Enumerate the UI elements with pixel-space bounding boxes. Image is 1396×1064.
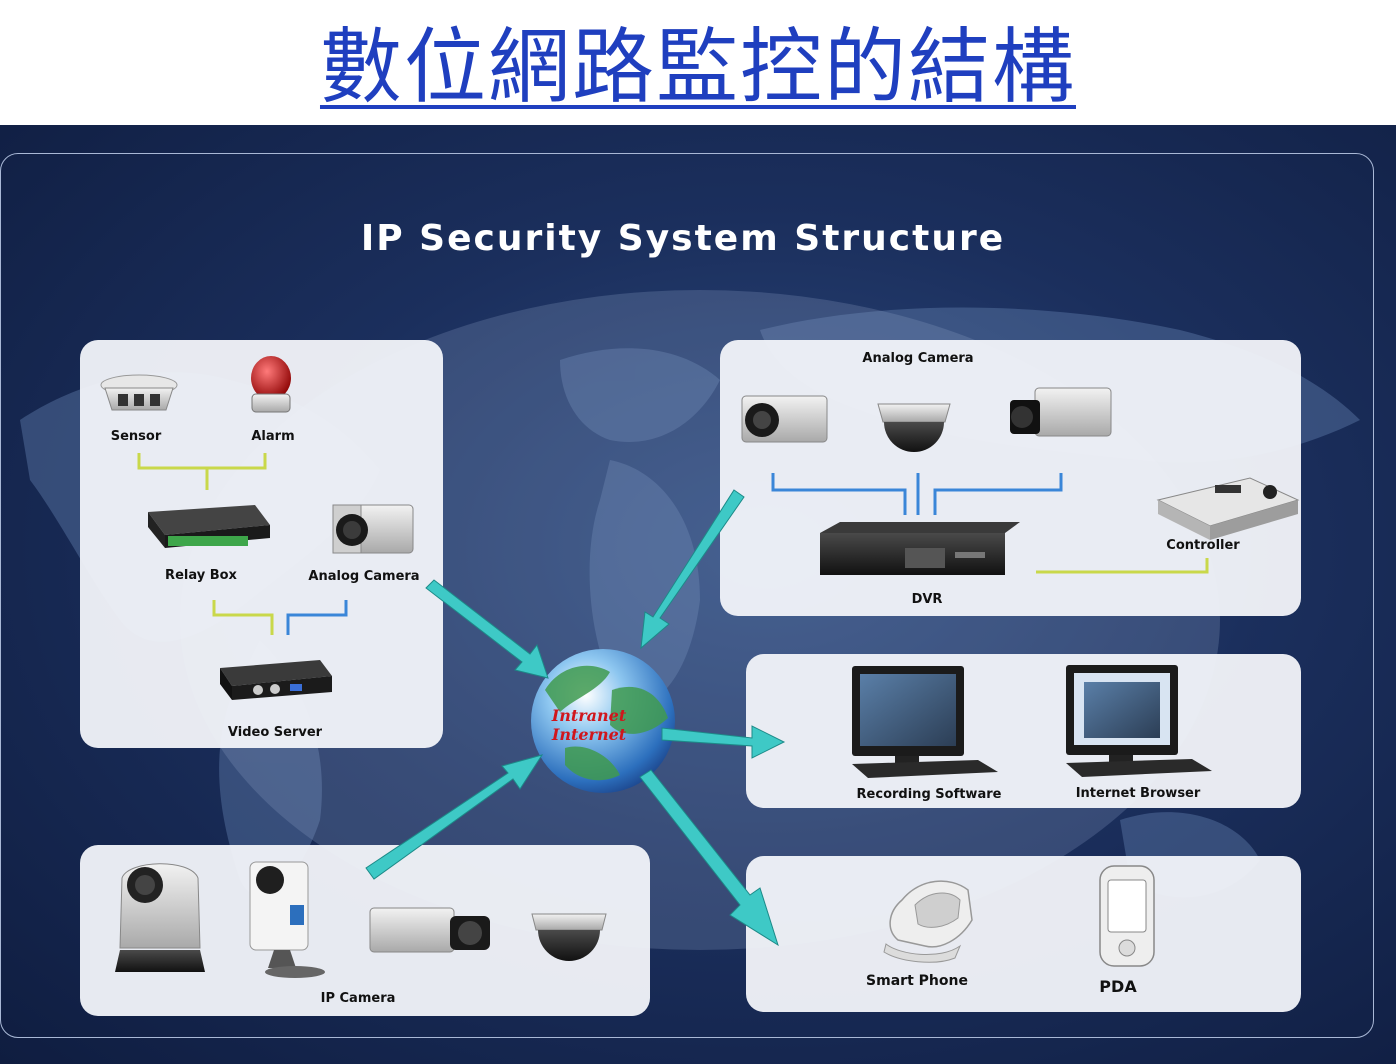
dome-camera-icon xyxy=(877,403,951,452)
label-smart-phone: Smart Phone xyxy=(866,973,968,989)
recording-software-monitor-icon xyxy=(852,666,998,778)
pda-icon xyxy=(1099,865,1155,967)
relay-box-icon xyxy=(148,505,270,548)
ptz-camera-icon xyxy=(115,863,205,972)
diagram-title: IP Security System Structure xyxy=(360,218,1006,259)
ip-dome-camera-icon xyxy=(531,913,607,961)
smart-phone-icon xyxy=(883,880,973,963)
cube-camera-icon xyxy=(249,861,325,978)
connection-arrows xyxy=(365,489,786,947)
label-recording-software: Recording Software xyxy=(856,787,1002,802)
label-pda: PDA xyxy=(1099,977,1137,996)
label-video-server: Video Server xyxy=(227,725,323,740)
analog-camera-icon xyxy=(332,504,414,554)
label-analog-camera-left: Analog Camera xyxy=(308,569,420,584)
label-analog-camera-top: Analog Camera xyxy=(862,351,974,366)
label-sensor: Sensor xyxy=(110,429,162,444)
cctv-camera-icon xyxy=(1010,387,1112,437)
globe-label-internet: Internet xyxy=(551,725,627,744)
label-dvr: DVR xyxy=(911,592,943,607)
video-server-icon xyxy=(220,660,332,700)
globe-label-intranet: Intranet xyxy=(551,706,627,725)
sensor-icon xyxy=(100,374,178,411)
panel-analog-dvr xyxy=(720,340,1301,616)
diagram-frame xyxy=(0,153,1374,1038)
label-ip-camera: IP Camera xyxy=(320,991,396,1006)
ip-box-camera-icon xyxy=(369,907,490,953)
panel-viewing-pc xyxy=(746,654,1301,808)
label-controller: Controller xyxy=(1166,538,1240,553)
page-title: 數位網路監控的結構 xyxy=(319,20,1076,115)
controller-icon xyxy=(1156,477,1300,540)
panel-mobile-devices xyxy=(746,856,1301,1012)
label-relay-box: Relay Box xyxy=(165,568,237,583)
globe-icon xyxy=(531,649,675,793)
box-camera-icon xyxy=(741,395,828,443)
dvr-icon xyxy=(820,522,1020,575)
label-alarm: Alarm xyxy=(251,429,295,444)
internet-browser-monitor-icon xyxy=(1066,665,1212,777)
alarm-icon xyxy=(251,356,291,413)
label-internet-browser: Internet Browser xyxy=(1075,786,1201,801)
